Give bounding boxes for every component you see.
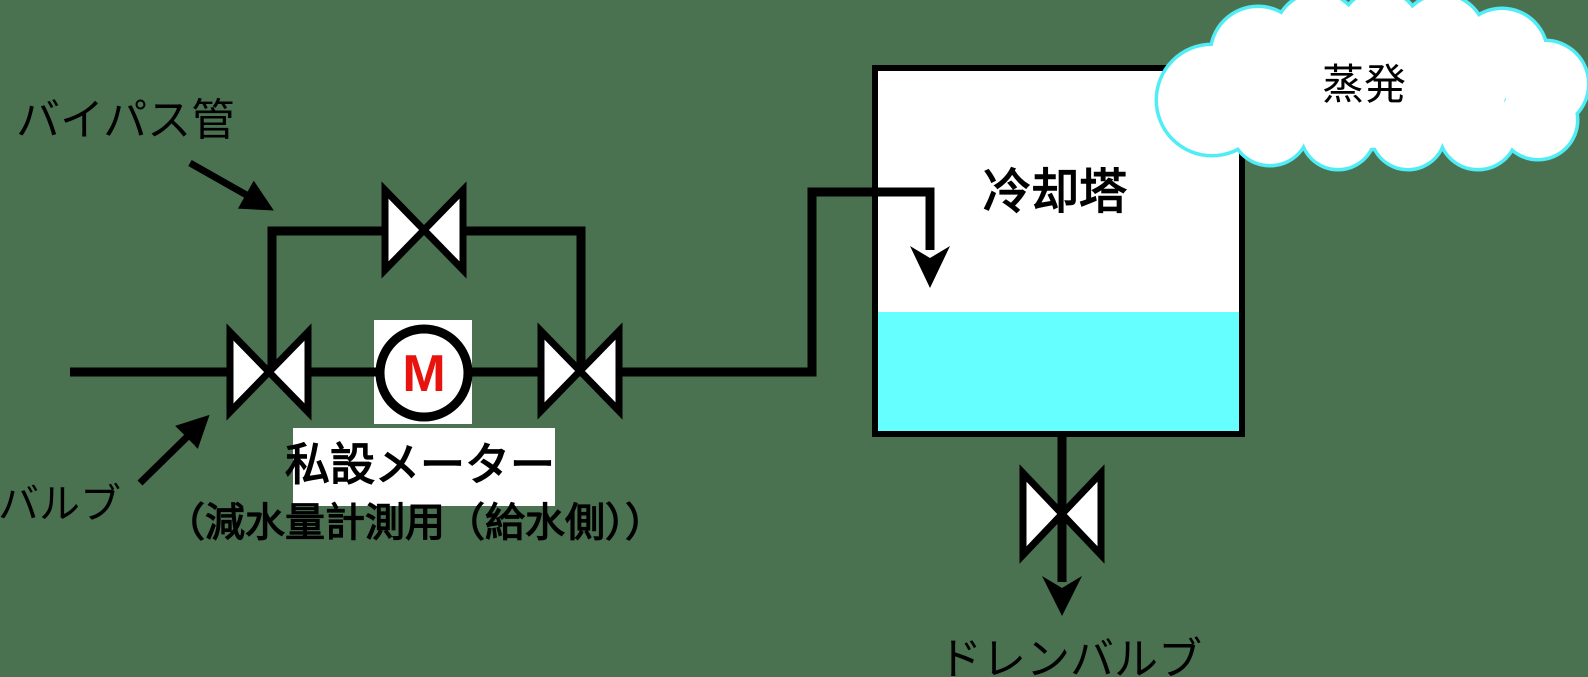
- evaporation-label: 蒸発: [1322, 61, 1406, 108]
- cooling-tower-label: 冷却塔: [983, 166, 1128, 219]
- main-line-valve-icon: [226, 323, 312, 421]
- valve-label-arrow-icon: [137, 414, 210, 486]
- flow-arrowheads: [910, 246, 1082, 616]
- tank-water: [878, 312, 1239, 431]
- pointer-arrows: [137, 159, 274, 486]
- drain-valve-label: ドレンバルブ: [938, 635, 1202, 677]
- drain-valve-icon: [1019, 464, 1105, 564]
- meter-purpose-label: （減水量計測用（給水側））: [165, 500, 665, 545]
- bypass-valve-icon: [381, 181, 467, 279]
- meter-outlet-valve-icon: [537, 322, 623, 420]
- meter-label-backing-box: [293, 428, 555, 506]
- drain-arrow-icon: [1042, 576, 1082, 616]
- valves: [226, 181, 1105, 564]
- bypass-pipe-label: バイパス管: [16, 96, 235, 145]
- tank-inlet-arrow-icon: [910, 246, 950, 288]
- meter-circle: [375, 324, 473, 422]
- valve-label: バルブ: [0, 481, 121, 527]
- water-meter-icon: M: [375, 324, 473, 422]
- meter-name-label: 私設メーター: [285, 440, 555, 490]
- bypass-label-arrow-icon: [188, 159, 274, 211]
- meter-symbol: M: [402, 345, 445, 403]
